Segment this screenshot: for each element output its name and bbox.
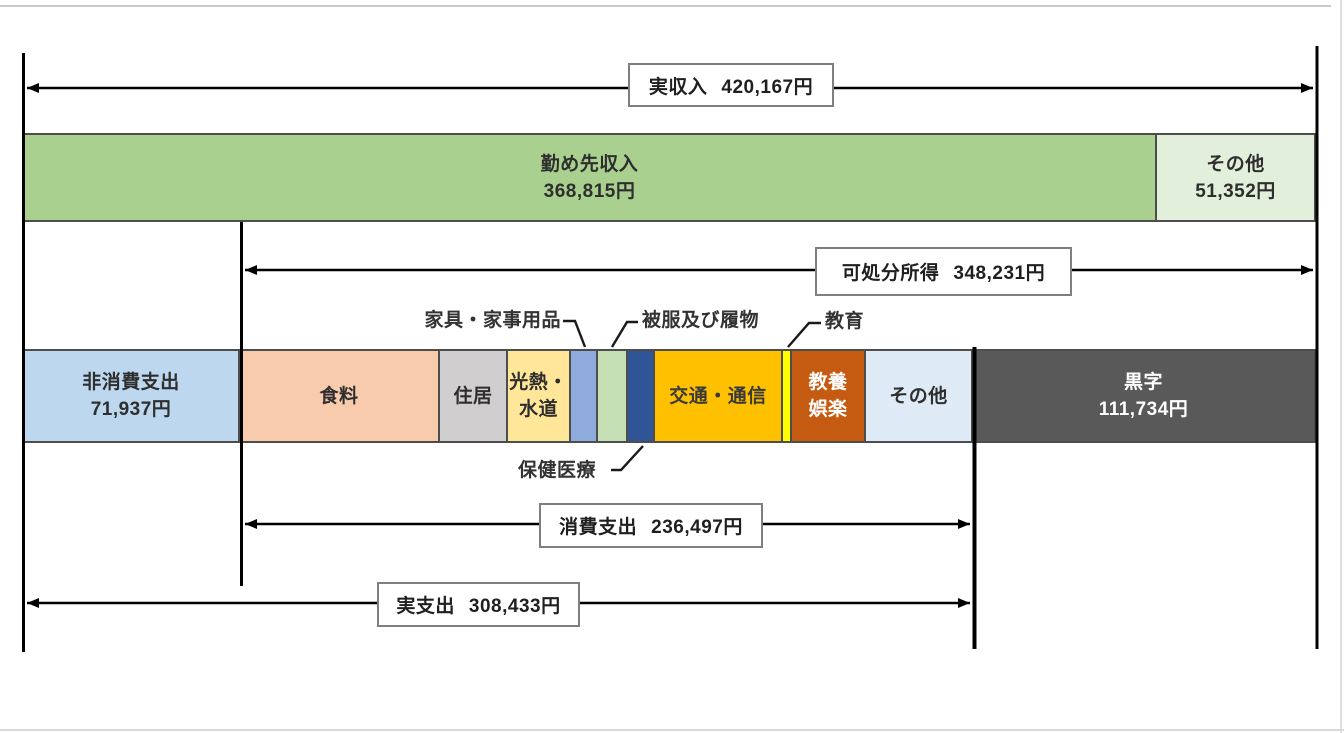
non-consumption-value: 71,937円 bbox=[90, 399, 172, 420]
disposable-income-value: 348,231円 bbox=[953, 263, 1046, 284]
income-other-value: 51,352円 bbox=[1195, 180, 1276, 202]
actual-expenditure-value: 308,433円 bbox=[468, 596, 561, 617]
actual-expenditure-label: 実支出 bbox=[396, 596, 455, 617]
callout-label-medical: 保健医療 bbox=[518, 460, 597, 481]
employment-income-value: 368,815円 bbox=[543, 180, 636, 202]
disposable-income-label: 可処分所得 bbox=[841, 263, 940, 284]
grid-line-right bbox=[1340, 0, 1342, 733]
actual-income-value: 420,167円 bbox=[721, 76, 814, 98]
utilities-label-line1: 光熱・ bbox=[509, 372, 568, 393]
label-box-consumption-expenditure: 消費支出 236,497円 bbox=[539, 503, 763, 548]
transport-label: 交通・通信 bbox=[669, 385, 767, 407]
segment-clothing bbox=[596, 349, 628, 443]
income-other-label: その他 bbox=[1206, 153, 1265, 175]
non-consumption-label: 非消費支出 bbox=[82, 372, 180, 393]
actual-income-label: 実収入 bbox=[648, 76, 708, 98]
segment-medical bbox=[626, 349, 655, 443]
housing-label: 住居 bbox=[453, 385, 493, 407]
grid-line-top bbox=[0, 5, 1331, 7]
surplus-label: 黒字 bbox=[1123, 372, 1163, 393]
other-consumption-label: その他 bbox=[889, 385, 948, 407]
callout-line-furniture bbox=[563, 319, 587, 348]
consumption-expenditure-label: 消費支出 bbox=[559, 517, 638, 538]
segment-non-consumption: 非消費支出 71,937円 bbox=[22, 349, 240, 443]
recreation-label-line1: 教養 bbox=[808, 372, 848, 393]
employment-income-label: 勤め先収入 bbox=[540, 153, 639, 175]
food-label: 食料 bbox=[319, 385, 359, 407]
segment-transport: 交通・通信 bbox=[653, 349, 783, 443]
segment-employment-income: 勤め先収入 368,815円 bbox=[22, 133, 1157, 222]
expenditure-bar: 非消費支出 71,937円 食料 住居 光熱・ 水道 交通・通信 教養 娯楽 そ… bbox=[22, 349, 1316, 443]
callout-label-furniture: 家具・家事用品 bbox=[424, 310, 561, 331]
segment-food: 食料 bbox=[238, 349, 440, 443]
surplus-value: 111,734円 bbox=[1098, 399, 1189, 420]
segment-recreation: 教養 娯楽 bbox=[790, 349, 866, 443]
grid-line-bottom bbox=[0, 729, 1344, 731]
callout-line-education bbox=[787, 321, 821, 348]
segment-furniture bbox=[569, 349, 598, 443]
label-box-disposable-income: 可処分所得 348,231円 bbox=[815, 247, 1072, 296]
utilities-label-line2: 水道 bbox=[518, 399, 558, 420]
label-box-actual-income: 実収入 420,167円 bbox=[628, 63, 834, 107]
segment-income-other: その他 51,352円 bbox=[1157, 133, 1316, 222]
consumption-expenditure-value: 236,497円 bbox=[651, 517, 743, 538]
callout-label-clothing: 被服及び履物 bbox=[642, 310, 760, 331]
segment-surplus: 黒字 111,734円 bbox=[971, 349, 1316, 443]
segment-utilities: 光熱・ 水道 bbox=[506, 349, 571, 443]
segment-other-consumption: その他 bbox=[864, 349, 973, 443]
callout-line-medical bbox=[611, 445, 644, 472]
segment-housing: 住居 bbox=[438, 349, 508, 443]
recreation-label-line2: 娯楽 bbox=[808, 399, 848, 420]
callout-line-clothing bbox=[610, 320, 638, 348]
label-box-actual-expenditure: 実支出 308,433円 bbox=[377, 582, 580, 627]
income-bar: 勤め先収入 368,815円 その他 51,352円 bbox=[22, 133, 1316, 222]
callout-label-education: 教育 bbox=[825, 311, 865, 332]
